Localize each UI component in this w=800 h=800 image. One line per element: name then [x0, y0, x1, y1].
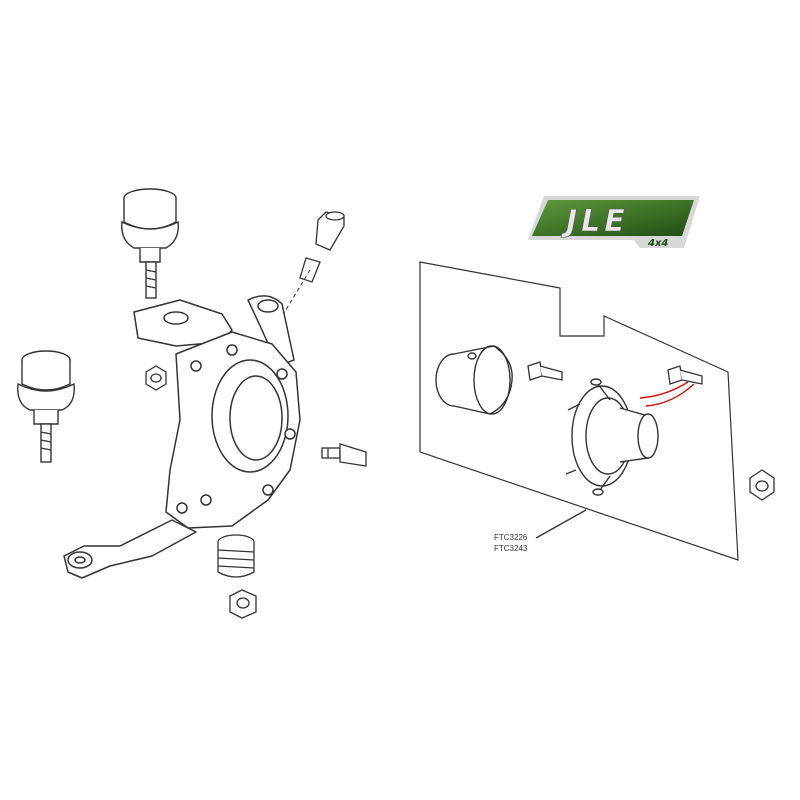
highlight-arrows: [639, 381, 695, 407]
hex-nut-small[interactable]: [145, 365, 167, 391]
hub-kit-panel: [419, 261, 739, 561]
hub-nut[interactable]: [749, 469, 775, 501]
brand-logo: JLE 4x4: [528, 196, 700, 249]
svg-text:4x4: 4x4: [647, 238, 668, 249]
hub-bearing[interactable]: [435, 345, 513, 415]
stud[interactable]: [321, 443, 367, 467]
lower-ball-joint[interactable]: [17, 350, 75, 463]
part-number-label: FTC3226: [494, 533, 528, 542]
threaded-bush[interactable]: [217, 534, 255, 578]
callout-leader-line: [535, 509, 587, 539]
hex-nut-bottom[interactable]: [229, 589, 257, 619]
bush-sleeve[interactable]: [299, 211, 345, 283]
hub-bolt-left[interactable]: [527, 361, 563, 381]
wheel-hub-assembly[interactable]: [565, 378, 659, 496]
part-number-label: FTC3243: [494, 544, 528, 553]
svg-text:JLE: JLE: [561, 204, 629, 239]
steering-knuckle[interactable]: [63, 295, 301, 579]
hub-bolt-right[interactable]: [667, 365, 703, 385]
upper-ball-joint[interactable]: [121, 188, 179, 299]
